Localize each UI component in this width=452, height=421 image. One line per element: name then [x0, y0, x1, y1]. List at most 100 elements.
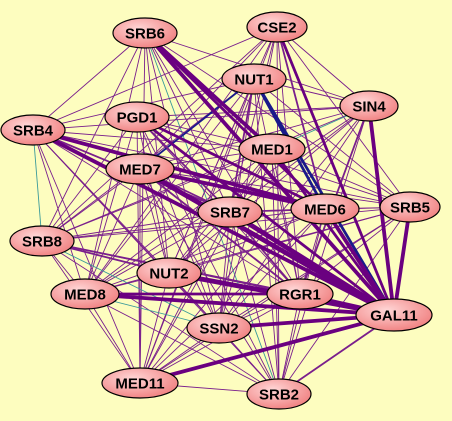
edge-sin4-srb2 — [278, 105, 370, 395]
edge-srb4-srb8 — [32, 129, 43, 242]
node-med7[interactable]: MED7 — [105, 153, 175, 185]
node-label: MED1 — [251, 142, 293, 159]
node-label: SRB6 — [125, 26, 165, 43]
edge-srb6-srb8 — [41, 32, 146, 242]
edge-srb8-ssn2 — [41, 240, 220, 329]
edge-med6-ssn2 — [218, 208, 326, 329]
edge-nut1-srb5 — [253, 78, 411, 208]
node-shape — [101, 367, 179, 399]
node-shape — [9, 225, 75, 257]
edge-srb8-srb2 — [41, 240, 280, 395]
edge-med6-srb8 — [41, 208, 326, 242]
node-shape — [221, 63, 287, 95]
node-srb5[interactable]: SRB5 — [379, 191, 441, 223]
node-label: MED8 — [64, 287, 106, 304]
node-label: MED7 — [119, 162, 161, 179]
node-label: SRB4 — [13, 123, 54, 140]
node-shape — [355, 298, 433, 332]
edge-srb4-med1 — [32, 129, 273, 150]
node-srb7[interactable]: SRB7 — [197, 196, 263, 228]
edge-sin4-ssn2 — [218, 105, 370, 329]
node-label: GAL11 — [370, 308, 418, 325]
edge-cse2-srb4 — [32, 26, 278, 131]
node-label: RGR1 — [279, 287, 321, 304]
node-pgd1[interactable]: PGD1 — [104, 101, 170, 133]
edge-med7-srb5 — [139, 168, 411, 208]
node-sin4[interactable]: SIN4 — [339, 90, 399, 122]
node-label: MED6 — [304, 202, 346, 219]
node-srb2[interactable]: SRB2 — [246, 378, 312, 410]
node-label: SRB7 — [210, 205, 250, 222]
node-label: SRB2 — [259, 387, 299, 404]
edge-nut1-med7 — [139, 78, 255, 170]
edge-srb4-srb5 — [32, 129, 411, 208]
node-rgr1[interactable]: RGR1 — [266, 278, 334, 310]
edge-srb8-med11 — [41, 240, 141, 384]
edge-gal11-med11 — [138, 313, 396, 385]
node-srb4[interactable]: SRB4 — [0, 114, 66, 146]
node-shape — [105, 153, 175, 185]
node-label: SSN2 — [199, 321, 238, 338]
node-label: PGD1 — [117, 110, 158, 127]
edge-med7-med8 — [84, 168, 141, 295]
edge-srb5-srb2 — [278, 206, 411, 395]
edge-gal11-cse2 — [275, 25, 396, 317]
edge-sin4-srb8 — [41, 105, 370, 242]
node-shape — [246, 378, 312, 410]
node-shape — [290, 193, 360, 225]
node-shape — [379, 191, 441, 223]
node-med1[interactable]: MED1 — [238, 133, 306, 165]
node-med11[interactable]: MED11 — [101, 367, 179, 399]
node-gal11[interactable]: GAL11 — [355, 298, 433, 332]
node-shape — [104, 101, 170, 133]
node-shape — [246, 11, 308, 43]
node-med8[interactable]: MED8 — [50, 278, 120, 310]
edge-med1-med8 — [84, 148, 273, 295]
edge-gal11-med7 — [137, 166, 397, 318]
edge-gal11-srb5 — [392, 205, 412, 317]
node-label: MED11 — [115, 376, 164, 393]
edge-srb7-srb2 — [229, 211, 280, 395]
edge-med8-srb2 — [84, 293, 280, 395]
node-shape — [50, 278, 120, 310]
node-nut1[interactable]: NUT1 — [221, 63, 287, 95]
node-shape — [339, 90, 399, 122]
edge-gal11-med8 — [83, 292, 396, 317]
node-label: NUT2 — [149, 266, 188, 283]
edge-srb7-med11 — [139, 211, 231, 384]
edge-srb4-med8 — [32, 129, 86, 295]
node-label: CSE2 — [257, 20, 296, 37]
edge-gal11-srb6 — [143, 31, 396, 317]
node-shape — [0, 114, 66, 146]
node-srb8[interactable]: SRB8 — [9, 225, 75, 257]
node-srb6[interactable]: SRB6 — [112, 17, 178, 49]
edge-pgd1-med8 — [84, 116, 138, 295]
edge-med1-rgr1 — [271, 148, 301, 295]
node-ssn2[interactable]: SSN2 — [186, 312, 252, 344]
edge-cse2-srb7 — [229, 26, 278, 213]
node-shape — [197, 196, 263, 228]
edge-med1-srb2 — [271, 148, 280, 395]
node-label: SRB5 — [390, 200, 430, 217]
node-label: SRB8 — [22, 234, 62, 251]
edge-sin4-pgd1 — [136, 105, 370, 118]
edge-med7-rgr1 — [139, 168, 301, 295]
edge-pgd1-srb7 — [136, 116, 231, 213]
node-cse2[interactable]: CSE2 — [246, 11, 308, 43]
edge-cse2-med6 — [276, 26, 326, 210]
edge-sin4-srb4 — [32, 105, 370, 131]
edge-pgd1-srb8 — [41, 116, 138, 242]
edge-nut2-med11 — [139, 272, 170, 384]
node-label: NUT1 — [234, 72, 273, 89]
edge-pgd1-med6 — [135, 115, 327, 211]
node-label: SIN4 — [352, 99, 386, 116]
node-nut2[interactable]: NUT2 — [136, 257, 202, 289]
edge-med6-med8 — [84, 208, 326, 295]
edge-srb4-med6 — [31, 128, 327, 211]
node-med6[interactable]: MED6 — [290, 193, 360, 225]
edge-srb6-srb7 — [144, 32, 231, 213]
edge-gal11-med6 — [323, 207, 396, 317]
